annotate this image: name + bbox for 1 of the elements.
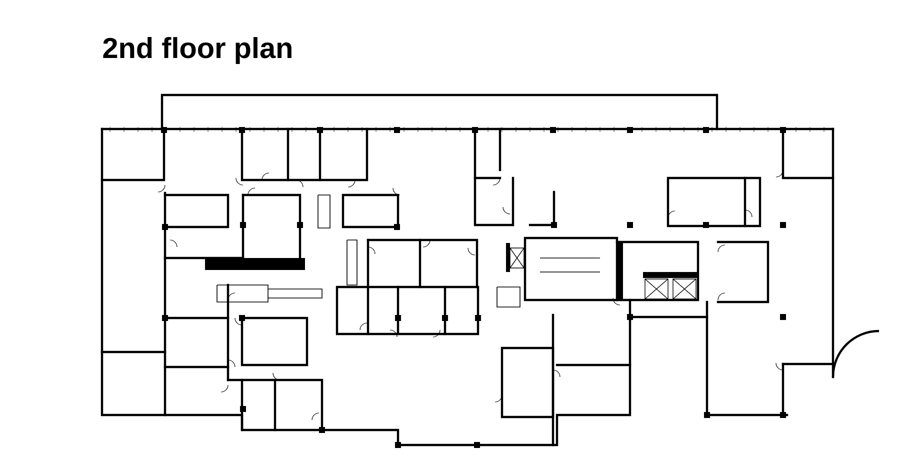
title: 2nd floor plan	[103, 37, 292, 64]
